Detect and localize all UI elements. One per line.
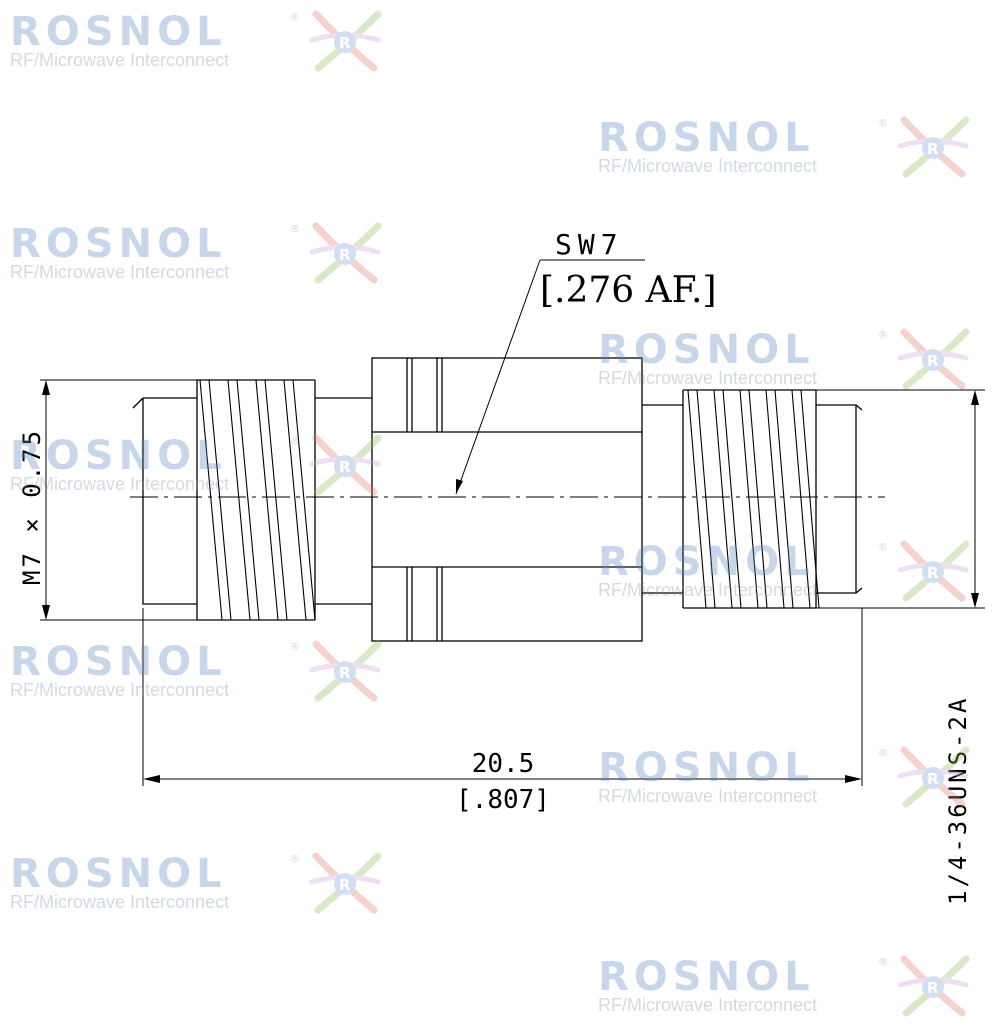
svg-text:R: R	[927, 979, 939, 997]
dim-overall-length	[142, 608, 863, 786]
rosnol-logo-icon: R	[309, 852, 382, 914]
watermark-registered-mark: ®	[878, 118, 888, 129]
watermark-brand: ROSNOL	[598, 539, 815, 585]
thread-line	[791, 389, 811, 609]
thread-line	[739, 389, 759, 609]
svg-text:R: R	[339, 664, 351, 682]
watermark-brand: ROSNOL	[598, 954, 815, 1000]
watermark-registered-mark: ®	[290, 642, 300, 653]
watermark-brand: ROSNOL	[10, 851, 227, 897]
rosnol-watermark: ROSNOL ® RF/Microwave Interconnect R	[596, 116, 976, 186]
overall-length-label: 20.5	[472, 749, 535, 779]
thread-line	[292, 379, 316, 621]
thread-line	[208, 379, 232, 621]
thread-line	[765, 389, 785, 609]
watermark-registered-mark: ®	[878, 542, 888, 553]
thread-line	[748, 389, 768, 609]
svg-text:R: R	[339, 34, 351, 52]
watermark-tagline: RF/Microwave Interconnect	[598, 156, 818, 176]
watermark-tagline: RF/Microwave Interconnect	[598, 368, 818, 388]
rosnol-logo-icon: R	[309, 222, 382, 284]
watermark-registered-mark: ®	[290, 436, 300, 447]
left-threaded-section	[132, 379, 372, 621]
right-thread-label: 1/4-36UNS-2A	[944, 696, 972, 905]
svg-text:R: R	[927, 770, 939, 788]
thread-line	[283, 379, 307, 621]
watermark-registered-mark: ®	[290, 12, 300, 23]
rosnol-watermark: ROSNOL ® RF/Microwave Interconnect R	[8, 640, 388, 710]
thread-line	[774, 389, 794, 609]
wrench-size-label: SW7	[555, 228, 624, 261]
rosnol-logo-icon: R	[309, 640, 382, 702]
watermark-tagline: RF/Microwave Interconnect	[10, 262, 230, 282]
rosnol-logo-icon: R	[897, 955, 970, 1017]
watermark-registered-mark: ®	[878, 957, 888, 968]
thread-line	[722, 389, 742, 609]
connector-adapter-drawing: SW7 [.276 AF.] M7 × 0.75 1/4-36UNS-2A 20…	[18, 228, 985, 905]
thread-line	[255, 379, 279, 621]
rosnol-logo-icon: R	[897, 328, 970, 390]
watermark-registered-mark: ®	[290, 224, 300, 235]
thread-line	[687, 389, 707, 609]
watermark-registered-mark: ®	[878, 748, 888, 759]
watermark-brand: ROSNOL	[10, 221, 227, 267]
dim-left-diameter	[40, 379, 220, 621]
thread-line	[199, 379, 223, 621]
rosnol-watermark: ROSNOL ® RF/Microwave Interconnect R	[596, 955, 976, 1025]
rosnol-logo-icon: R	[897, 746, 970, 808]
watermark-brand: ROSNOL	[10, 9, 227, 55]
wrench-leader	[455, 259, 645, 495]
watermark-tagline: RF/Microwave Interconnect	[10, 680, 230, 700]
watermark-brand: ROSNOL	[598, 327, 815, 373]
watermark-tagline: RF/Microwave Interconnect	[598, 580, 818, 600]
rosnol-logo-icon: R	[897, 116, 970, 178]
wrench-size-inch-label: [.276 AF.]	[540, 270, 717, 311]
rosnol-logo-icon: R	[309, 10, 382, 72]
svg-text:R: R	[927, 140, 939, 158]
svg-text:R: R	[339, 458, 351, 476]
watermark-brand: ROSNOL	[598, 745, 815, 791]
right-thread-lines	[687, 389, 820, 609]
overall-length-inch-label: [.807]	[456, 785, 550, 815]
watermark-tagline: RF/Microwave Interconnect	[10, 50, 230, 70]
watermark-registered-mark: ®	[290, 854, 300, 865]
watermark-tagline: RF/Microwave Interconnect	[598, 786, 818, 806]
dim-right-diameter	[800, 389, 985, 609]
left-thread-lines	[199, 379, 316, 621]
watermark-tagline: RF/Microwave Interconnect	[598, 995, 818, 1015]
rosnol-watermark: ROSNOL ® RF/Microwave Interconnect R	[596, 540, 976, 610]
right-threaded-section	[642, 389, 863, 609]
rosnol-watermark: ROSNOL ® RF/Microwave Interconnect R	[8, 222, 388, 292]
thread-line	[227, 379, 251, 621]
rosnol-watermark: ROSNOL ® RF/Microwave Interconnect R	[596, 328, 976, 398]
watermark-brand: ROSNOL	[10, 639, 227, 685]
svg-text:R: R	[339, 876, 351, 894]
hex-body	[371, 357, 643, 642]
thread-line	[696, 389, 716, 609]
rosnol-watermark: ROSNOL ® RF/Microwave Interconnect R	[8, 434, 388, 504]
watermark-tagline: RF/Microwave Interconnect	[10, 892, 230, 912]
rosnol-logo-icon: R	[309, 434, 382, 496]
watermark-brand: ROSNOL	[598, 115, 815, 161]
watermark-registered-mark: ®	[878, 330, 888, 341]
thread-line	[236, 379, 260, 621]
rosnol-watermark: ROSNOL ® RF/Microwave Interconnect R	[8, 852, 388, 922]
svg-text:R: R	[339, 246, 351, 264]
rosnol-logo-icon: R	[897, 540, 970, 602]
thread-line	[713, 389, 733, 609]
thread-line	[264, 379, 288, 621]
rosnol-watermark: ROSNOL ® RF/Microwave Interconnect R	[596, 746, 976, 816]
svg-text:R: R	[927, 564, 939, 582]
watermark-brand: ROSNOL	[10, 433, 227, 479]
left-thread-label: M7 × 0.75	[18, 428, 46, 585]
svg-text:R: R	[927, 352, 939, 370]
rosnol-watermark: ROSNOL ® RF/Microwave Interconnect R	[8, 10, 388, 80]
watermark-tagline: RF/Microwave Interconnect	[10, 474, 230, 494]
